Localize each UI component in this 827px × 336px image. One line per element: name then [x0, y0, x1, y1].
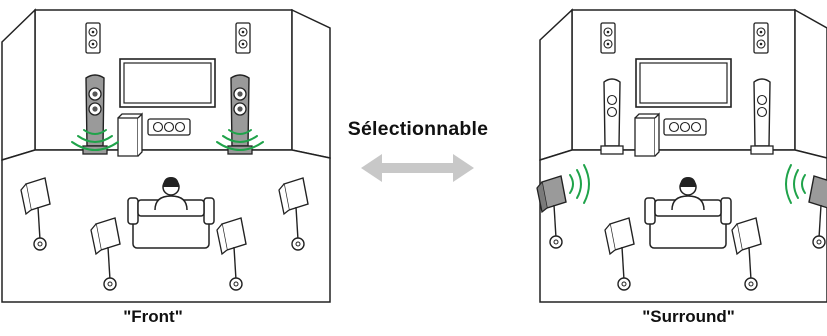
center-speaker: [663, 118, 707, 136]
right-wall: [291, 8, 331, 159]
sound-wave-icon-front-right: [216, 129, 264, 151]
front-right-tower-speaker: [750, 78, 774, 155]
center-speaker: [147, 118, 191, 136]
top-right-speaker: [753, 22, 769, 54]
top-left-speaker: [600, 22, 616, 54]
subwoofer: [634, 113, 660, 157]
top-left-speaker: [85, 22, 101, 54]
surround-caption: "Surround": [642, 307, 735, 326]
right-wall: [794, 8, 827, 159]
front-caption: "Front": [123, 307, 183, 326]
subwoofer: [117, 113, 143, 157]
double-arrow-icon: [361, 154, 474, 182]
left-wall: [1, 8, 36, 162]
left-wall: [539, 8, 573, 162]
sound-wave-icon-front-left: [71, 129, 119, 151]
tv-inner: [123, 62, 212, 104]
front-left-tower-speaker: [600, 78, 624, 155]
sound-wave-icon-surround-left: [569, 164, 590, 204]
selectable-label: Sélectionnable: [347, 118, 489, 140]
tv-inner: [639, 62, 728, 104]
room-surround: [536, 8, 827, 303]
top-right-speaker: [235, 22, 251, 54]
room-front: [1, 8, 331, 303]
sound-wave-icon-surround-right: [785, 164, 806, 204]
